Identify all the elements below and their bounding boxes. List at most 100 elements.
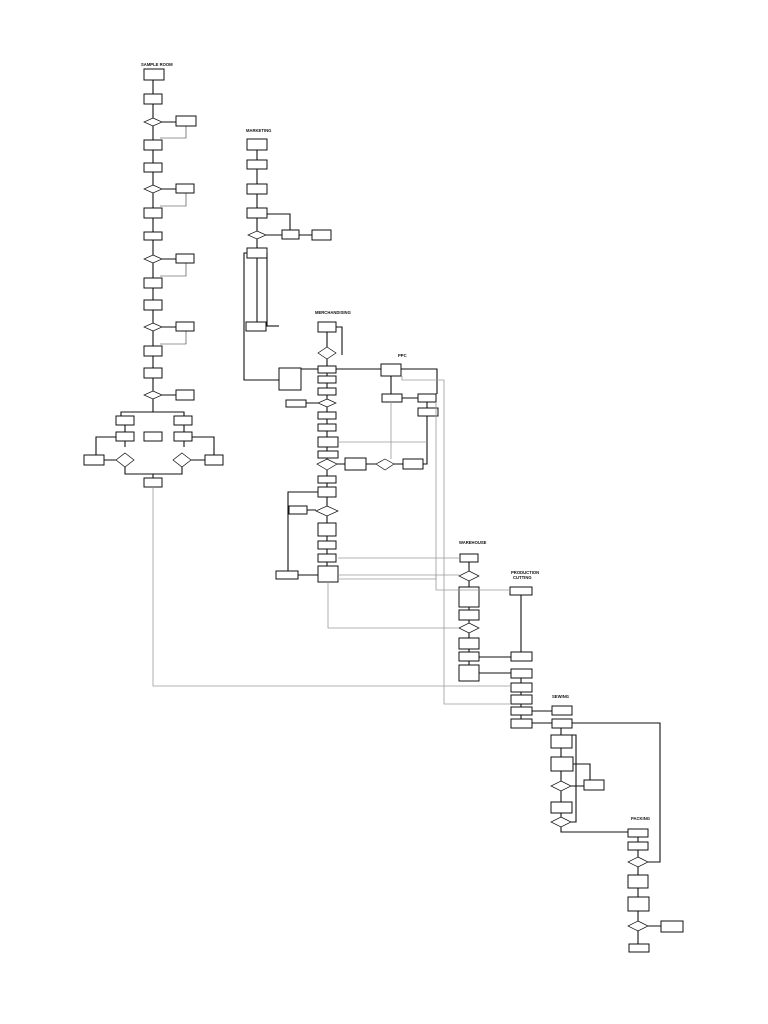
process-box [278,367,302,391]
packing-lane [627,828,684,953]
heading-ppc: PPC [398,353,407,358]
process-box [317,522,337,537]
decision-diamond [143,117,163,127]
decision-diamond [550,780,572,792]
production-cutting-lane [509,586,552,729]
process-box [583,779,605,791]
decision-diamond [315,505,339,517]
process-box [317,450,339,459]
process-box [246,138,268,151]
process-box [551,718,573,729]
process-box [510,682,533,693]
process-box [550,756,574,772]
process-box [628,943,650,953]
process-box [627,874,649,889]
process-box [246,247,268,259]
decision-diamond [627,856,649,868]
process-box [245,321,267,332]
heading-sewing: SEWING [552,694,569,699]
process-box [509,586,533,596]
process-box [380,363,402,377]
process-box [143,231,163,241]
decision-diamond [247,230,267,240]
process-box [402,458,424,470]
process-box [246,207,268,219]
process-box [317,321,337,333]
decision-diamond [550,816,572,828]
warehouse-lane [458,553,511,682]
decision-diamond [458,570,480,582]
process-box [311,229,332,241]
sample-room-lane [83,68,224,488]
process-box [317,423,337,432]
process-box [317,436,339,448]
decision-diamond [316,458,338,471]
process-box [458,651,480,662]
process-box [317,553,337,563]
process-box [173,431,193,442]
process-box [510,706,533,716]
sewing-lane [550,705,661,863]
process-box [344,457,367,471]
decision-diamond [143,390,163,400]
marketing-lane [243,138,332,381]
process-box [510,651,533,662]
process-box [317,411,337,420]
process-box [143,431,163,442]
process-box [417,407,439,417]
process-box [143,68,165,81]
process-box [317,486,337,498]
decision-diamond [458,622,480,634]
process-box [175,253,195,264]
process-box [143,299,163,311]
process-box [143,162,163,173]
process-box [83,454,105,466]
process-box [115,431,135,442]
process-box [204,454,224,466]
process-box [317,375,337,384]
process-box [627,828,649,838]
cross-lane-connectors [152,376,511,705]
process-box [143,277,163,289]
decision-diamond [143,254,163,264]
process-box [175,321,195,332]
process-box [143,93,163,105]
process-box [143,477,163,488]
process-box [550,801,573,814]
process-box [246,159,268,170]
decision-diamond [172,452,192,468]
heading-packing: PACKING [631,816,650,821]
process-box [417,393,437,403]
process-box [317,387,337,396]
process-box [550,734,573,749]
decision-diamond [317,398,337,408]
process-box [281,229,300,240]
process-box [246,183,268,195]
process-box [275,570,299,580]
process-box [143,139,163,151]
heading-marketing: MARKETING [246,128,271,133]
process-box [317,475,337,484]
decision-diamond [115,452,135,468]
process-box [510,668,533,679]
process-box [381,393,403,403]
process-box [510,718,533,729]
process-box [317,365,337,374]
merchandising-lane [275,321,424,583]
process-box [317,565,339,583]
process-box [627,841,649,851]
process-box [175,389,195,401]
process-box [175,183,195,194]
decision-diamond [627,920,649,932]
heading-sample-room: SAMPLE ROOM [141,62,173,67]
decision-diamond [317,346,337,360]
process-box [285,399,307,408]
process-box [115,415,135,426]
process-box [143,345,163,357]
process-box [660,920,684,933]
process-box [458,664,480,682]
process-box [551,705,573,716]
process-box [143,367,163,379]
